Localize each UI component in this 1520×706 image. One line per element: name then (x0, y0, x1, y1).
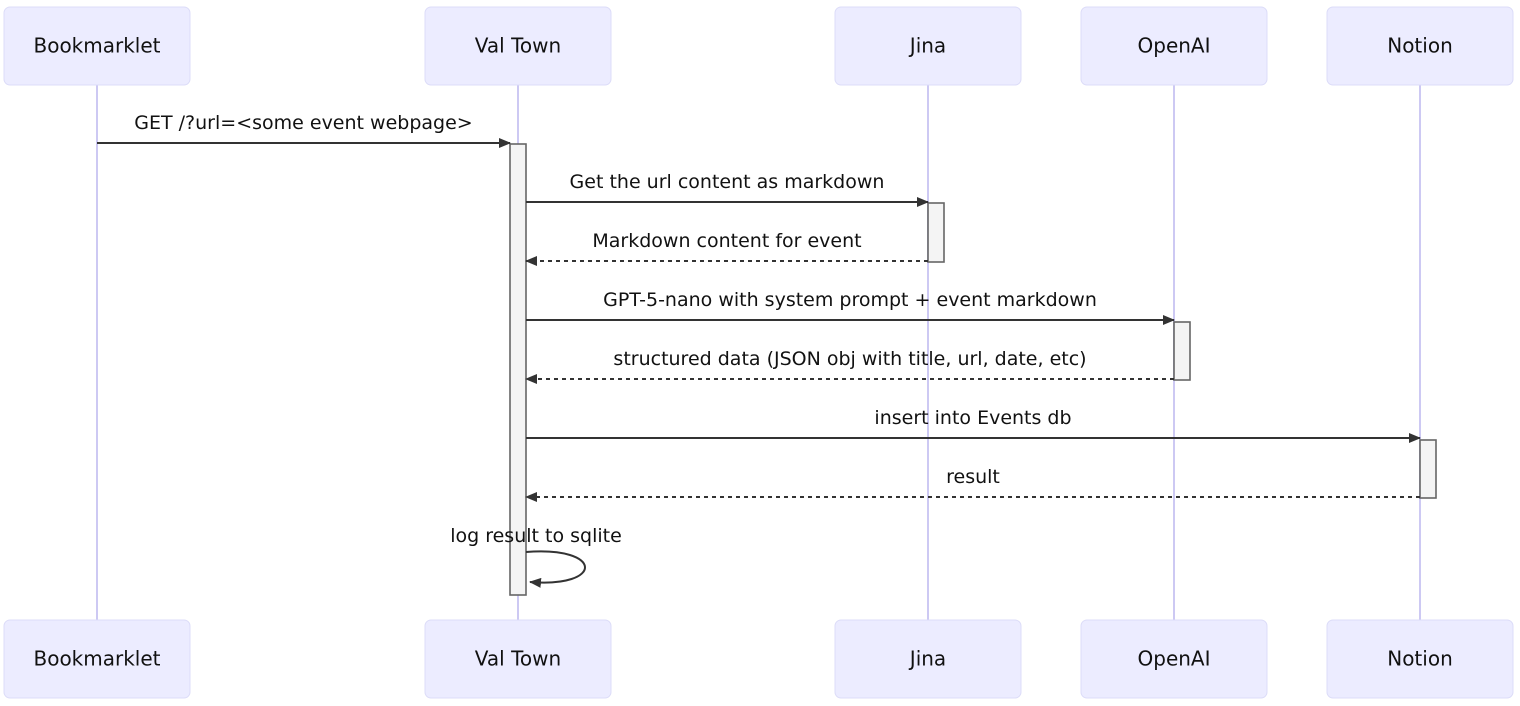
message-msg-4: GPT-5-nano with system prompt + event ma… (526, 289, 1175, 325)
message-label-msg-5: structured data (JSON obj with title, ur… (613, 348, 1086, 370)
participant-box-rect (3, 6, 191, 86)
participant-boxes-bottom: Bookmarklet Val Town Jina OpenAI Notion (3, 619, 1514, 699)
participant-box-rect (1080, 619, 1268, 699)
participant-label-notion: Notion (1387, 647, 1453, 671)
message-msg-5: structured data (JSON obj with title, ur… (525, 348, 1174, 384)
participant-box-rect (834, 619, 1022, 699)
participant-label-jina: Jina (908, 647, 946, 671)
participant-box-rect (834, 6, 1022, 86)
participant-box-rect (1326, 6, 1514, 86)
participant-label-bookmarklet: Bookmarklet (33, 34, 160, 58)
participant-notion-bottom[interactable]: Notion (1326, 619, 1514, 699)
message-msg-2: Get the url content as markdown (526, 171, 929, 207)
message-msg-8: log result to sqlite (450, 525, 622, 588)
message-label-msg-3: Markdown content for event (592, 230, 861, 252)
message-msg-7: result (525, 466, 1420, 502)
participant-label-openai: OpenAI (1138, 34, 1211, 58)
message-label-msg-6: insert into Events db (874, 407, 1071, 429)
participant-valtown-top[interactable]: Val Town (424, 6, 612, 86)
participant-jina-top[interactable]: Jina (834, 6, 1022, 86)
participant-box-rect (424, 6, 612, 86)
activation-bar-jina (927, 202, 945, 263)
participant-label-bookmarklet: Bookmarklet (33, 647, 160, 671)
activation-bar-valtown (509, 143, 527, 596)
participant-boxes-top: Bookmarklet Val Town Jina OpenAI Notion (3, 6, 1514, 86)
participant-box-rect (3, 619, 191, 699)
participant-bookmarklet-bottom[interactable]: Bookmarklet (3, 619, 191, 699)
message-label-msg-7: result (946, 466, 1000, 488)
participant-openai-bottom[interactable]: OpenAI (1080, 619, 1268, 699)
participant-jina-bottom[interactable]: Jina (834, 619, 1022, 699)
message-msg-1: GET /?url=<some event webpage> (97, 112, 511, 148)
participant-bookmarklet-top[interactable]: Bookmarklet (3, 6, 191, 86)
participant-valtown-bottom[interactable]: Val Town (424, 619, 612, 699)
participant-label-valtown: Val Town (475, 647, 561, 671)
activation-bar-notion (1419, 439, 1437, 499)
participant-openai-top[interactable]: OpenAI (1080, 6, 1268, 86)
message-label-msg-2: Get the url content as markdown (570, 171, 885, 193)
message-msg-6: insert into Events db (526, 407, 1421, 443)
participant-box-rect (1326, 619, 1514, 699)
participant-label-jina: Jina (908, 34, 946, 58)
message-loop-path (525, 550, 586, 588)
participant-label-openai: OpenAI (1138, 647, 1211, 671)
participant-notion-top[interactable]: Notion (1326, 6, 1514, 86)
messages-group: GET /?url=<some event webpage> Get the ur… (97, 112, 1421, 588)
activation-bar-openai (1173, 321, 1191, 381)
participant-box-rect (1080, 6, 1268, 86)
message-label-msg-1: GET /?url=<some event webpage> (134, 112, 472, 134)
message-label-msg-4: GPT-5-nano with system prompt + event ma… (603, 289, 1097, 311)
activation-bars-group (509, 143, 1437, 596)
participant-label-notion: Notion (1387, 34, 1453, 58)
message-msg-3: Markdown content for event (525, 230, 928, 266)
participant-box-rect (424, 619, 612, 699)
message-label-msg-8: log result to sqlite (450, 525, 622, 547)
participant-label-valtown: Val Town (475, 34, 561, 58)
